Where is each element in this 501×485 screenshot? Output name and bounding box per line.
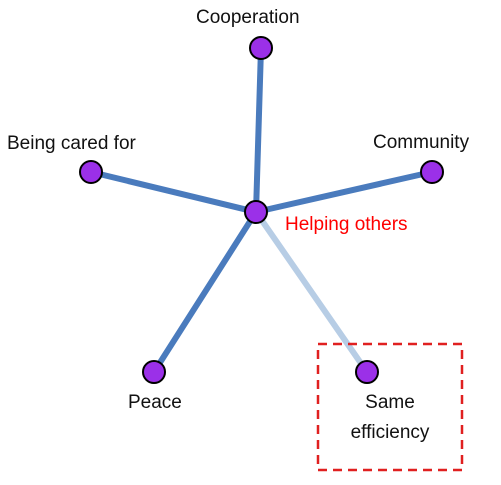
label-same-efficiency-line1: Same	[365, 392, 415, 413]
label-community: Community	[373, 132, 470, 153]
node-peace[interactable]	[142, 360, 166, 384]
label-same-efficiency: Same efficiency	[318, 388, 462, 448]
label-being-cared-for: Being cared for	[7, 133, 136, 154]
label-peace: Peace	[128, 392, 182, 413]
label-same-efficiency-line2: efficiency	[350, 422, 430, 443]
label-helping-others: Helping others	[285, 214, 408, 235]
label-cooperation: Cooperation	[196, 7, 300, 28]
node-community[interactable]	[420, 160, 444, 184]
node-same-efficiency[interactable]	[355, 360, 379, 384]
edge-peace	[151, 209, 259, 375]
edge-cooperation	[253, 45, 264, 215]
edge-same-efficiency	[253, 209, 370, 375]
node-center[interactable]	[244, 200, 268, 224]
edge-community	[253, 169, 435, 215]
node-cooperation[interactable]	[249, 36, 273, 60]
node-being-cared-for[interactable]	[79, 160, 103, 184]
edge-being-cared-for	[88, 169, 259, 215]
